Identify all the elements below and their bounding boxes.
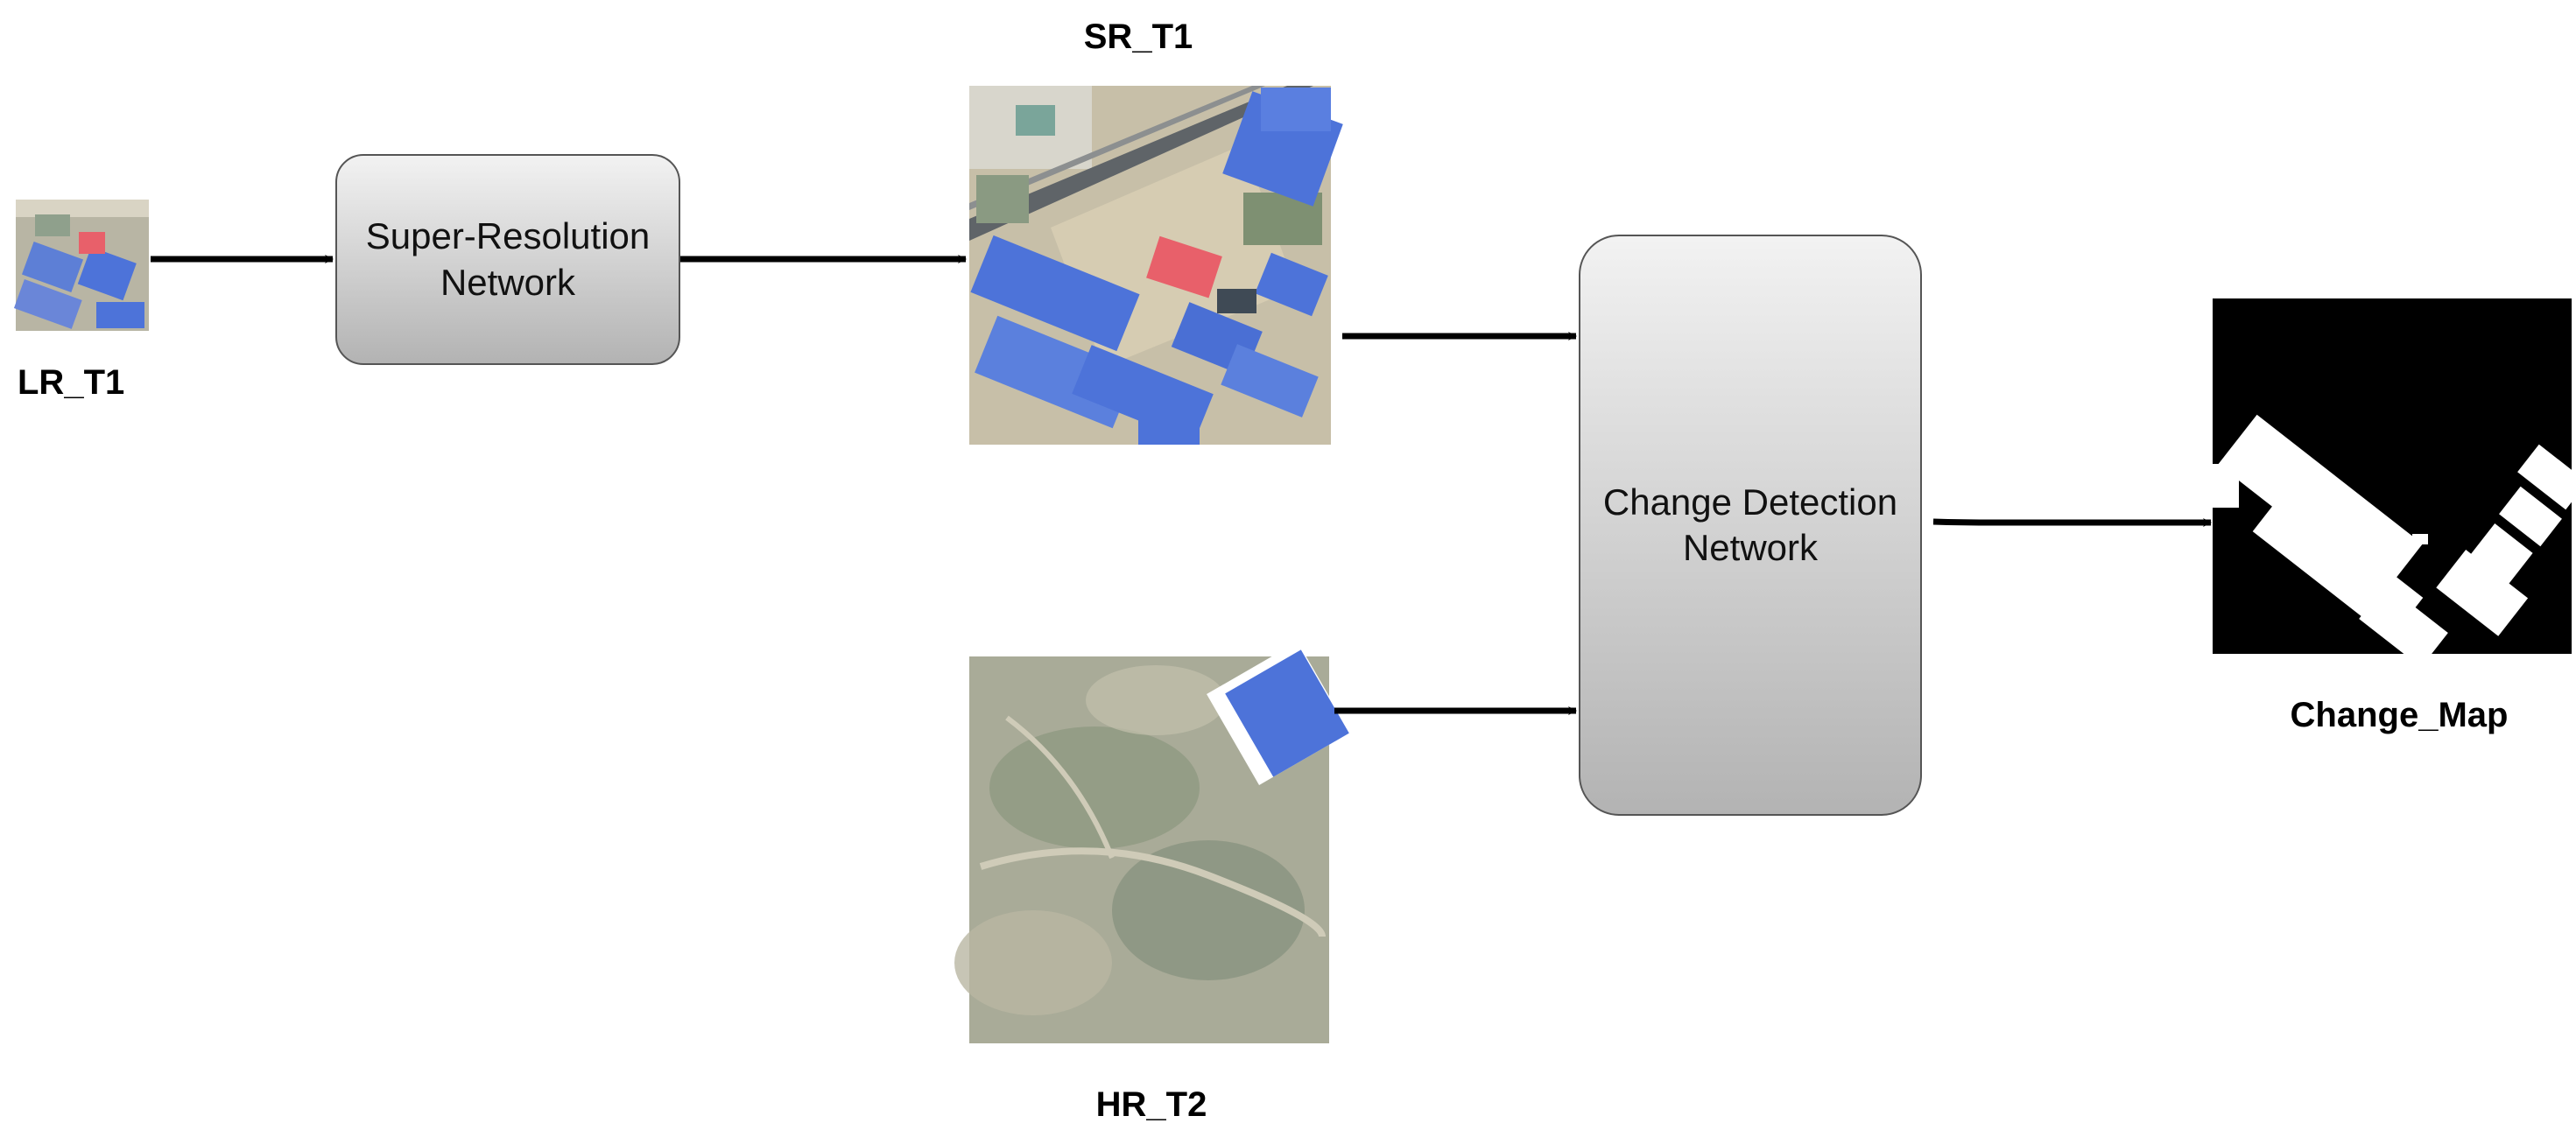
- lr-t1-label: LR_T1: [18, 363, 125, 402]
- change-detection-label-line2: Network: [1682, 527, 1819, 568]
- super-resolution-network-node: Super-Resolution Network: [335, 154, 680, 365]
- change-detection-network-node: Change Detection Network: [1579, 235, 1922, 816]
- sr-t1-label: SR_T1: [1083, 18, 1193, 56]
- hr-t2-image: [954, 642, 1350, 1043]
- change-map-image: [2213, 298, 2576, 668]
- super-resolution-label-line2: Network: [440, 261, 576, 303]
- arrow-cd-network-to-change-map: [1932, 518, 2212, 527]
- lr-t1-image: [13, 200, 149, 331]
- hr-t2-label: HR_T2: [1095, 1085, 1207, 1124]
- sr-t1-image: [969, 86, 1343, 445]
- change-map-label: Change_Map: [2290, 696, 2509, 734]
- super-resolution-label-line1: Super-Resolution: [365, 215, 651, 256]
- change-detection-label-line1: Change Detection: [1602, 481, 1898, 523]
